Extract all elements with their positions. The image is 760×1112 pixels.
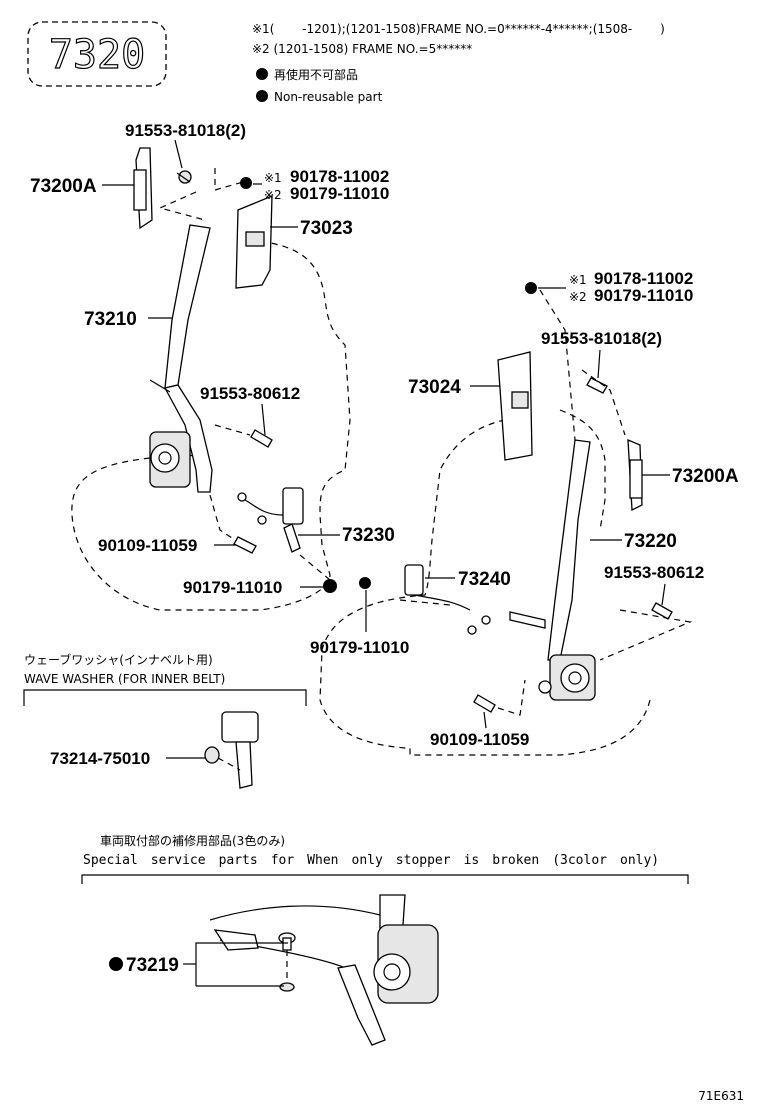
- guide: [581, 369, 626, 436]
- guide: [158, 191, 206, 221]
- legend-en: Non-reusable part: [274, 90, 383, 104]
- bolt-left-90109: [233, 536, 257, 554]
- seat-belt-73220: [509, 439, 591, 661]
- wave-washer-bracket: [23, 689, 307, 706]
- label-90179-mid: 90179-11010: [310, 638, 409, 657]
- retractor-detail: [209, 894, 439, 1046]
- nut-right-mid: [359, 577, 371, 589]
- label-73220: 73220: [624, 531, 677, 552]
- nut-right-top: [525, 282, 537, 294]
- buckle-73230: [237, 487, 304, 553]
- guide: [539, 289, 576, 441]
- special-en: Special service parts for When only stop…: [83, 853, 659, 868]
- special-jp: 車両取付部の補修用部品(3色のみ): [100, 833, 285, 848]
- mark-2-left: ※2: [264, 188, 282, 202]
- label-91553-81018-left: 91553-81018(2): [125, 121, 246, 140]
- illustration-code: 71E631: [698, 1089, 744, 1103]
- label-90109-right: 90109-11059: [430, 730, 529, 749]
- mark-2-right: ※2: [569, 290, 587, 304]
- label-73200A-right: 73200A: [672, 466, 739, 487]
- label-91553-80612-left: 91553-80612: [200, 384, 300, 403]
- label-90179-bottom-left: 90179-11010: [183, 578, 282, 597]
- legend-jp: 再使用不可部品: [274, 67, 358, 82]
- label-73024: 73024: [408, 377, 461, 398]
- stopper-parts: [213, 929, 296, 992]
- guide: [399, 599, 451, 606]
- nut-left-bottom: [323, 579, 337, 593]
- label-90178-left: 90178-11002: [290, 167, 389, 186]
- label-73023: 73023: [300, 218, 353, 239]
- wave-washer-en: WAVE WASHER (FOR INNER BELT): [24, 672, 225, 686]
- stopper-leader: [195, 942, 288, 987]
- frame-note-2: ※2 (1201-1508) FRAME NO.=5******: [252, 42, 472, 56]
- anchor-bracket-right: [627, 439, 643, 512]
- label-73210: 73210: [84, 309, 137, 330]
- mark-1-left: ※1: [264, 171, 282, 185]
- non-reusable-legend-icon-en: [256, 90, 268, 102]
- cover-73024: [497, 351, 533, 461]
- special-bracket: [81, 874, 689, 884]
- wave-washer-jp: ウェーブワッシャ(インナベルト用): [24, 652, 213, 667]
- right-seat-outline: [319, 409, 651, 756]
- retractor-left: [149, 431, 191, 488]
- label-73214: 73214-75010: [50, 749, 150, 768]
- category-badge: 7320: [27, 21, 167, 87]
- label-91553-81018-right: 91553-81018(2): [541, 329, 662, 348]
- label-73200A-left: 73200A: [30, 176, 97, 197]
- non-reusable-icon-73219: [109, 957, 123, 971]
- label-91553-80612-right: 91553-80612: [604, 563, 704, 582]
- guide: [497, 679, 526, 716]
- non-reusable-legend-icon: [256, 68, 268, 80]
- retractor-right: [538, 654, 596, 701]
- anchor-bracket-left: [133, 147, 192, 230]
- bolt-right-90109: [473, 694, 496, 713]
- guide: [209, 494, 236, 541]
- category-code: 7320: [49, 32, 145, 78]
- frame-note-1: ※1( -1201);(1201-1508)FRAME NO.=0******-…: [252, 22, 665, 36]
- guide: [299, 554, 331, 581]
- nut-left-top: [240, 177, 252, 189]
- label-73230: 73230: [342, 525, 395, 546]
- bolt-left-80612: [250, 429, 273, 448]
- label-73219: 73219: [126, 955, 179, 976]
- bolt-right-80612: [651, 602, 673, 620]
- label-90109-left: 90109-11059: [98, 536, 197, 555]
- label-90179-left: 90179-11010: [290, 184, 389, 203]
- label-90179-right: 90179-11010: [594, 286, 693, 305]
- guide: [214, 424, 251, 436]
- guide: [599, 609, 693, 661]
- cover-73023: [235, 195, 273, 289]
- label-90178-right: 90178-11002: [594, 269, 693, 288]
- mark-1-right: ※1: [569, 273, 587, 287]
- inner-belt-buckle: [204, 711, 259, 789]
- label-73240: 73240: [458, 569, 511, 590]
- guide: [214, 168, 251, 191]
- buckle-73240: [404, 564, 491, 635]
